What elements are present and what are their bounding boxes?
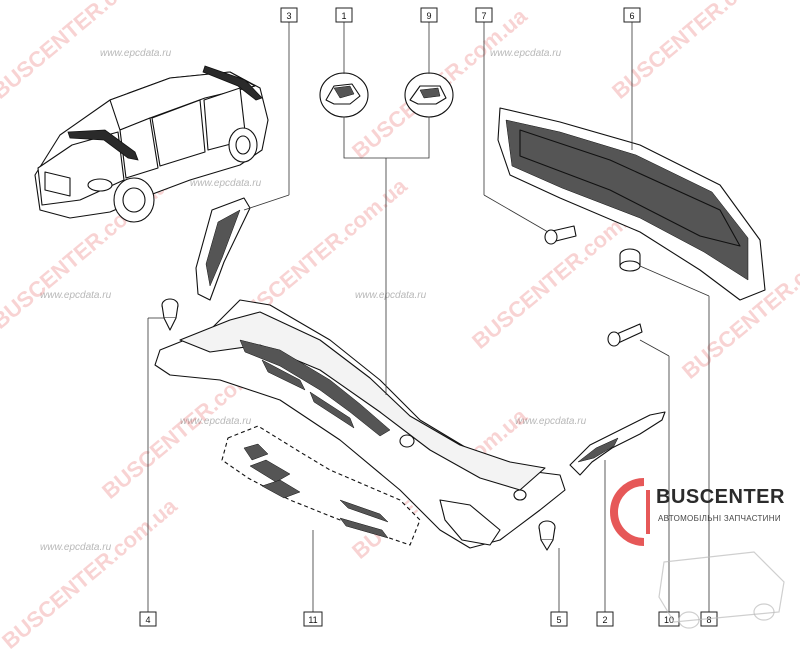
svg-text:9: 9 (426, 11, 431, 21)
callout-2: 2 (596, 611, 614, 627)
watermark-site: www.epcdata.ru (180, 416, 252, 427)
callout-11: 11 (303, 611, 323, 627)
watermark-site: www.epcdata.ru (490, 48, 562, 59)
part-11-seals (221, 425, 421, 546)
part-8-plug (619, 248, 641, 272)
part-1-clip (319, 72, 369, 118)
watermark-site: www.epcdata.ru (355, 290, 427, 301)
svg-text:4: 4 (145, 615, 150, 625)
svg-text:6: 6 (629, 11, 634, 21)
watermark-site: www.epcdata.ru (190, 178, 262, 189)
part-cowl-grille (154, 299, 566, 549)
watermark-site: www.epcdata.ru (40, 542, 112, 553)
part-7-bolt (544, 225, 577, 245)
svg-text:3: 3 (286, 11, 291, 21)
part-5-clip (538, 520, 556, 551)
callout-4: 4 (139, 611, 157, 627)
callout-7: 7 (475, 7, 493, 23)
svg-text:1: 1 (341, 11, 346, 21)
highlight-cowl (67, 129, 139, 161)
logo-graphic (610, 478, 785, 629)
watermark-site: www.epcdata.ru (100, 48, 172, 59)
svg-text:8: 8 (706, 615, 711, 625)
part-9-clip (404, 72, 454, 118)
watermark-site: www.epcdata.ru (515, 416, 587, 427)
buscenter-logo: BUSCENTER АВТОМОБІЛЬНІ ЗАПЧАСТИНИ (604, 472, 800, 642)
part-3-trim (195, 197, 251, 301)
highlight-spoiler (202, 65, 263, 101)
logo-subtitle: АВТОМОБІЛЬНІ ЗАПЧАСТИНИ (658, 514, 781, 523)
part-6-panel (497, 107, 766, 301)
callout-5: 5 (550, 611, 568, 627)
van-outline-icon (658, 551, 785, 623)
svg-text:2: 2 (602, 615, 607, 625)
car-illustration (34, 65, 269, 223)
svg-text:7: 7 (481, 11, 486, 21)
logo-title: BUSCENTER (656, 486, 785, 508)
part-10-screw (607, 323, 643, 347)
watermark-brand: BUSCENTER.com.ua (0, 493, 182, 654)
callout-9: 9 (420, 7, 438, 23)
svg-text:5: 5 (556, 615, 561, 625)
callout-1: 1 (335, 7, 353, 23)
part-2-bracket (569, 411, 666, 476)
leader-lines (147, 22, 710, 612)
callout-6: 6 (623, 7, 641, 23)
svg-text:10: 10 (664, 615, 674, 625)
svg-text:11: 11 (308, 615, 317, 625)
watermark-site: www.epcdata.ru (40, 290, 112, 301)
part-4-clip (161, 298, 179, 331)
callout-3: 3 (280, 7, 298, 23)
